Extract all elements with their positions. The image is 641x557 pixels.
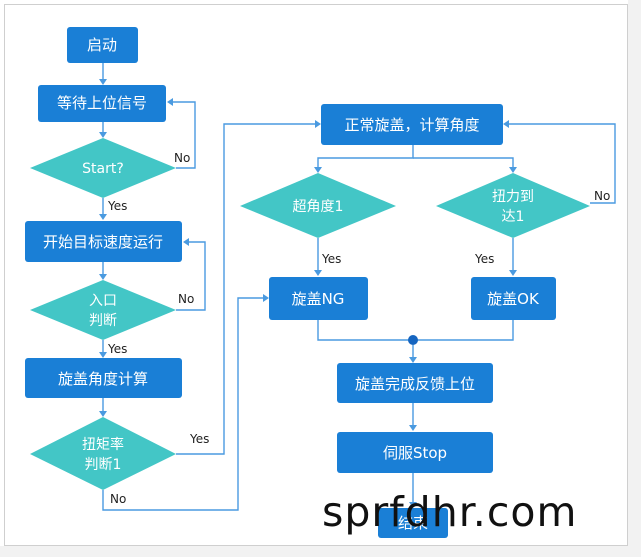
arrow-head [503,120,509,128]
node-done-feedback[interactable]: 旋盖完成反馈上位 [337,363,493,403]
arrow-head [409,425,417,431]
arrow-head [314,270,322,276]
arrow-head [99,132,107,138]
node-torque-decision[interactable]: 扭矩率 判断1 [30,417,176,490]
node-start-label: 启动 [87,36,117,54]
label-force-yes: Yes [474,252,494,266]
arrow-head [509,167,517,173]
edge-torque-no [102,297,263,511]
node-wait-signal[interactable]: 等待上位信号 [38,85,166,122]
label-torque-no: No [110,492,126,506]
edge-labels: No Yes No Yes Yes No Yes Yes No [107,151,610,506]
arrow-head [409,357,417,363]
node-end-label: 结束 [398,514,428,532]
node-force-label-1: 扭力到 [492,189,534,205]
node-servo-stop-label: 伺服Stop [383,444,447,462]
label-entry-no: No [178,292,194,306]
arrow-head [315,120,321,128]
node-entry-decision-label-2: 判断 [89,313,117,329]
node-over-angle-decision[interactable]: 超角度1 [240,173,396,238]
scrollbar-horizontal[interactable] [0,546,641,557]
edge-normal-overangle [317,145,414,168]
node-start-decision-label: Start? [82,161,124,177]
connectors [99,63,616,511]
node-force-label-2: 达1 [502,209,525,225]
node-wait-signal-label: 等待上位信号 [57,94,147,112]
label-startq-no: No [174,151,190,165]
arrow-head [99,79,107,85]
arrow-head [99,274,107,280]
node-capping-ng-label: 旋盖NG [292,290,345,308]
arrow-head [409,502,417,508]
node-speed-run[interactable]: 开始目标速度运行 [25,221,182,262]
node-normal-capping-label: 正常旋盖，计算角度 [344,116,479,134]
label-entry-yes: Yes [107,342,127,356]
node-entry-decision[interactable]: 入口 判断 [30,280,176,340]
arrow-head [314,167,322,173]
edge-torque-yes [176,123,315,455]
node-start-decision[interactable]: Start? [30,138,176,198]
node-angle-calc[interactable]: 旋盖角度计算 [25,358,182,398]
label-force-no: No [594,189,610,203]
arrow-head [167,98,173,106]
node-done-feedback-label: 旋盖完成反馈上位 [355,375,475,393]
merge-junction-dot [408,335,418,345]
arrow-head [183,238,189,246]
arrow-head [99,352,107,358]
node-angle-calc-label: 旋盖角度计算 [58,370,148,388]
edge-entry-no-loop [176,241,206,311]
node-servo-stop[interactable]: 伺服Stop [337,432,493,473]
node-torque-decision-label-2: 判断1 [85,457,122,473]
label-startq-yes: Yes [107,199,127,213]
node-torque-decision-label-1: 扭矩率 [82,436,124,453]
node-capping-ng[interactable]: 旋盖NG [269,277,368,320]
arrow-head [509,270,517,276]
node-normal-capping[interactable]: 正常旋盖，计算角度 [321,104,503,145]
label-overangle-yes: Yes [321,252,341,266]
edge-startq-no-loop [172,101,196,169]
arrow-head [99,411,107,417]
watermark-text: sprfdhr.com [322,488,578,536]
edge-force-no-loop [509,123,616,204]
edge-normal-force [413,157,514,168]
node-capping-ok-label: 旋盖OK [487,290,540,308]
arrow-head [99,214,107,220]
node-force-decision[interactable]: 扭力到 达1 [436,173,590,238]
node-speed-run-label: 开始目标速度运行 [43,233,163,251]
scrollbar-vertical[interactable] [628,0,641,557]
label-torque-yes: Yes [189,432,209,446]
node-capping-ok[interactable]: 旋盖OK [471,277,556,320]
arrow-head [263,294,269,302]
node-entry-decision-label-1: 入口 [89,293,117,309]
node-end[interactable]: 结束 [378,508,448,538]
node-over-angle-label: 超角度1 [293,199,344,215]
node-start[interactable]: 启动 [67,27,138,63]
